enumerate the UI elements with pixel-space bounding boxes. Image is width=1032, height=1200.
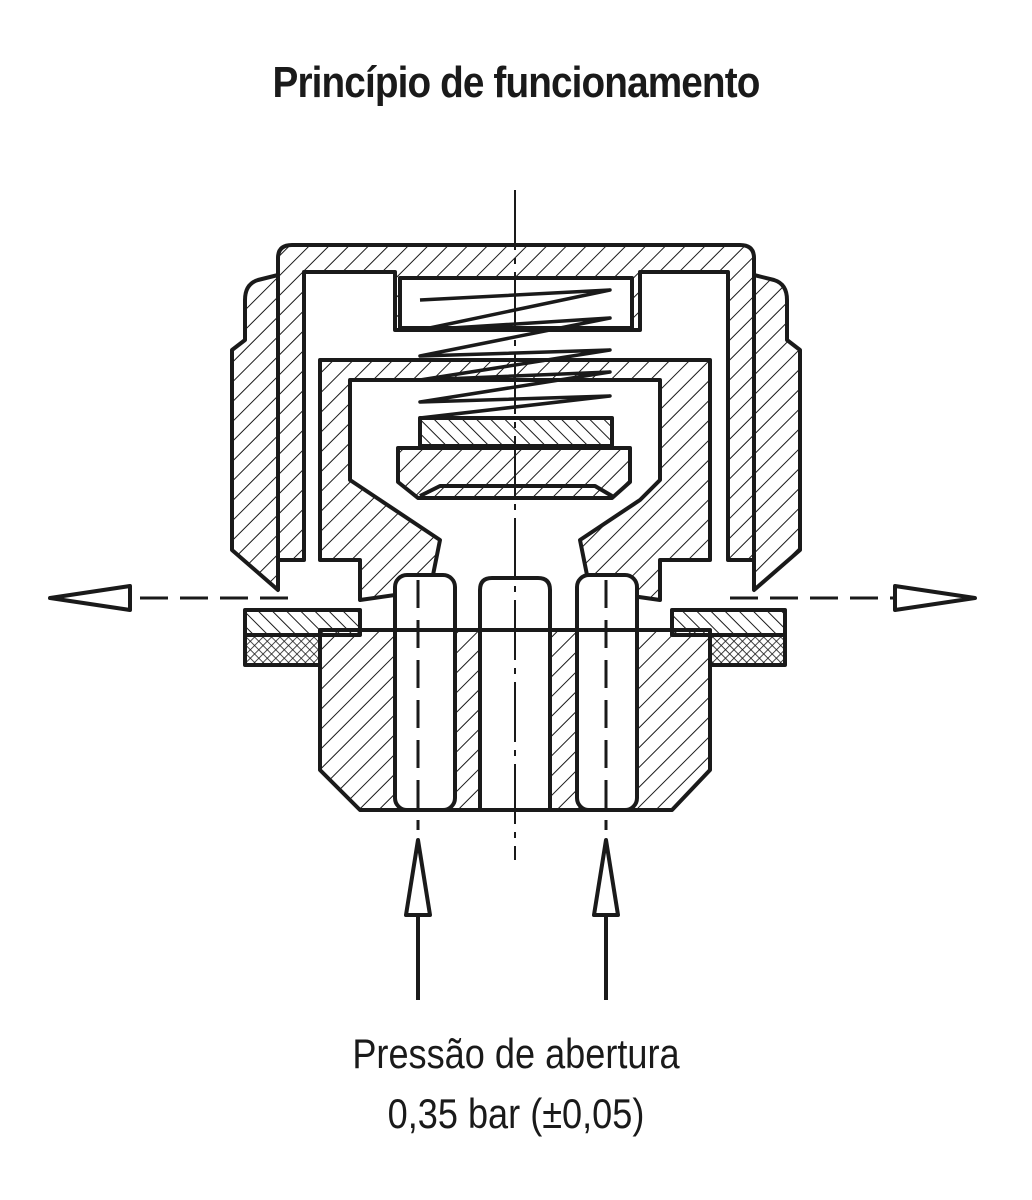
inflow-left-arrow-icon [404,838,432,917]
diagram-title: Princípio de funcionamento [272,58,761,107]
opening-pressure-label: Pressão de abertura [352,1030,680,1077]
left-port [393,573,457,812]
cap-housing [276,243,756,562]
right-gasket [708,633,787,667]
right-port [575,573,639,812]
outflow-right-arrow-icon [893,584,977,612]
flange [243,608,362,637]
inflow-right-arrow-icon [592,838,620,917]
left-sleeve [230,273,280,592]
spring-icon [418,288,612,420]
opening-pressure-value: 0,35 bar (±0,05) [387,1090,645,1137]
left-gasket [243,633,322,667]
right-sleeve [752,273,802,592]
outflow-left-arrow-icon [48,584,132,612]
inner-body [318,358,712,602]
